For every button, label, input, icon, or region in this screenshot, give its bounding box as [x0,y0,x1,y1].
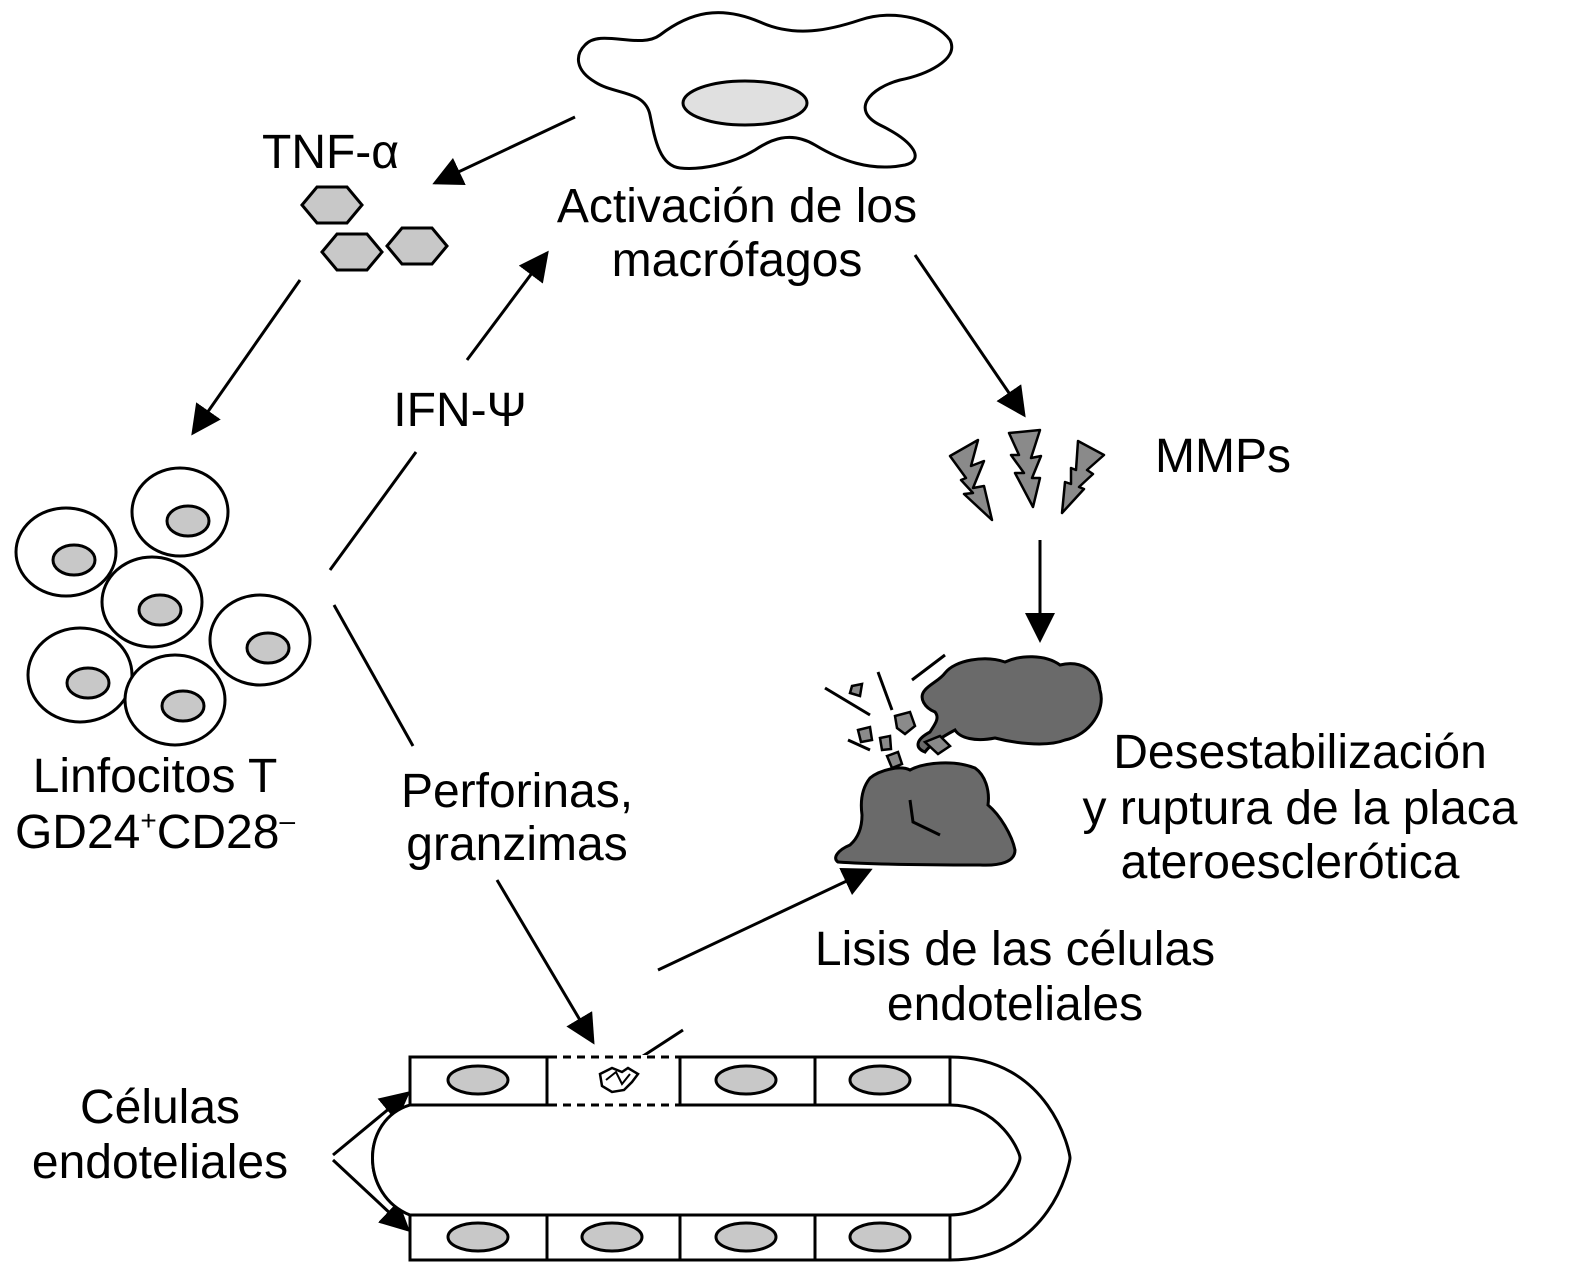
macrophage-cell [576,11,954,170]
ruptured-plaque [824,653,1103,867]
plaque-fragment [848,682,864,698]
blood-vessel [371,1055,1072,1262]
endothelial-nucleus [446,1064,510,1096]
arrow-tnf-to-lymphocytes [191,279,302,436]
celulas-label-line2: endoteliales [32,1136,288,1189]
lightning-bolt-icon [1007,428,1043,509]
linfocitos-label-line1: Linfocitos T [33,750,278,803]
t-lymphocyte [14,506,118,598]
line-lysis-pointer [639,1028,684,1060]
t-lymphocyte [130,466,230,558]
line-lymphocytes-to-perforinas [332,604,415,747]
t-lymphocyte [100,555,204,649]
desestabilizacion-label-line2: y ruptura de la placa [1083,782,1518,835]
arrow-ifn-to-activation [465,250,549,361]
lightning-bolt-icon [948,438,994,522]
lisis-label-line1: Lisis de las células [815,923,1215,976]
debris-line [911,653,946,682]
perforinas-label-line1: Perforinas, [401,765,633,818]
endothelial-nucleus [848,1221,912,1253]
celulas-label-line1: Células [80,1081,240,1134]
plaque-upper [916,655,1103,754]
perforinas-label-line2: granzimas [406,818,627,871]
plaque-fragment [878,734,893,752]
desestabilizacion-label-line1: Desestabilización [1113,726,1487,779]
arrow-perforinas-to-endothelium [495,879,595,1045]
debris-line [847,738,871,752]
endothelial-nucleus [580,1221,644,1253]
arrow-celulas-to-bottom-wall [331,1158,411,1233]
mmps-label: MMPs [1155,430,1291,483]
debris-line [876,671,894,711]
endothelial-nucleus [848,1064,912,1096]
lisis-label-line2: endoteliales [887,978,1143,1031]
lightning-bolt-icon [1060,439,1106,515]
debris-line [824,686,871,717]
t-lymphocyte [123,653,227,747]
tnf-label: TNF-α [262,126,399,179]
macrophage-nucleus [681,79,809,127]
endothelial-nucleus [714,1221,778,1253]
arrow-celulas-to-top-wall [332,1091,411,1157]
plaque-lower [834,761,1017,867]
activation-label-line1: Activación de los [557,180,917,233]
linfocitos-label-line2: GD24+CD28– [15,805,295,859]
plaque-fragment [856,725,874,744]
plaque-crack [908,799,941,837]
arrow-macrophage-to-tnf [432,115,576,186]
t-lymphocyte-cluster [14,466,312,747]
plaque-fragment [885,750,904,770]
ifn-label: IFN-Ψ [393,384,526,437]
arrow-activation-to-mmps [913,254,1026,418]
t-lymphocyte [208,593,312,687]
tnf-hexagon [320,232,384,272]
arrow-lysis-to-plaque [657,867,873,972]
endothelial-nucleus [714,1064,778,1096]
mmp-bolts [948,428,1106,522]
plaque-fragment [922,734,952,756]
endothelial-nucleus [446,1221,510,1253]
t-lymphocyte [26,626,134,724]
tnf-hexagon [385,226,449,266]
desestabilizacion-label-line3: ateroesclerótica [1121,836,1460,889]
tnf-molecules [300,185,449,272]
plaque-fragment [893,710,917,736]
vessel-lumen [371,1103,1022,1217]
tnf-hexagon [300,185,364,225]
activation-label-line2: macrófagos [612,234,863,287]
line-lymphocytes-to-ifn [328,451,418,571]
